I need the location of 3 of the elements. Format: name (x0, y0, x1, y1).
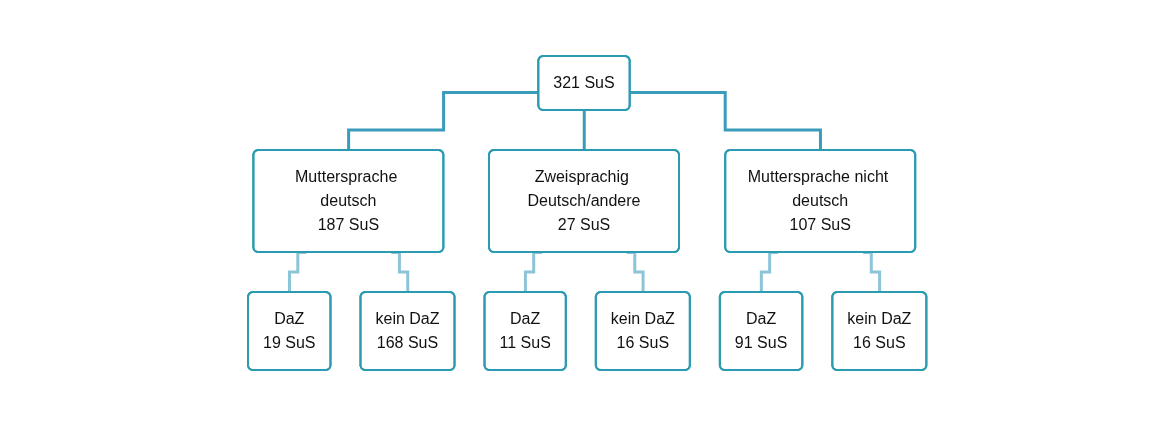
node-text: Zweisprachig Deutsch/andere 27 SuS (527, 168, 641, 233)
connector (630, 91, 823, 152)
connector (583, 109, 587, 152)
